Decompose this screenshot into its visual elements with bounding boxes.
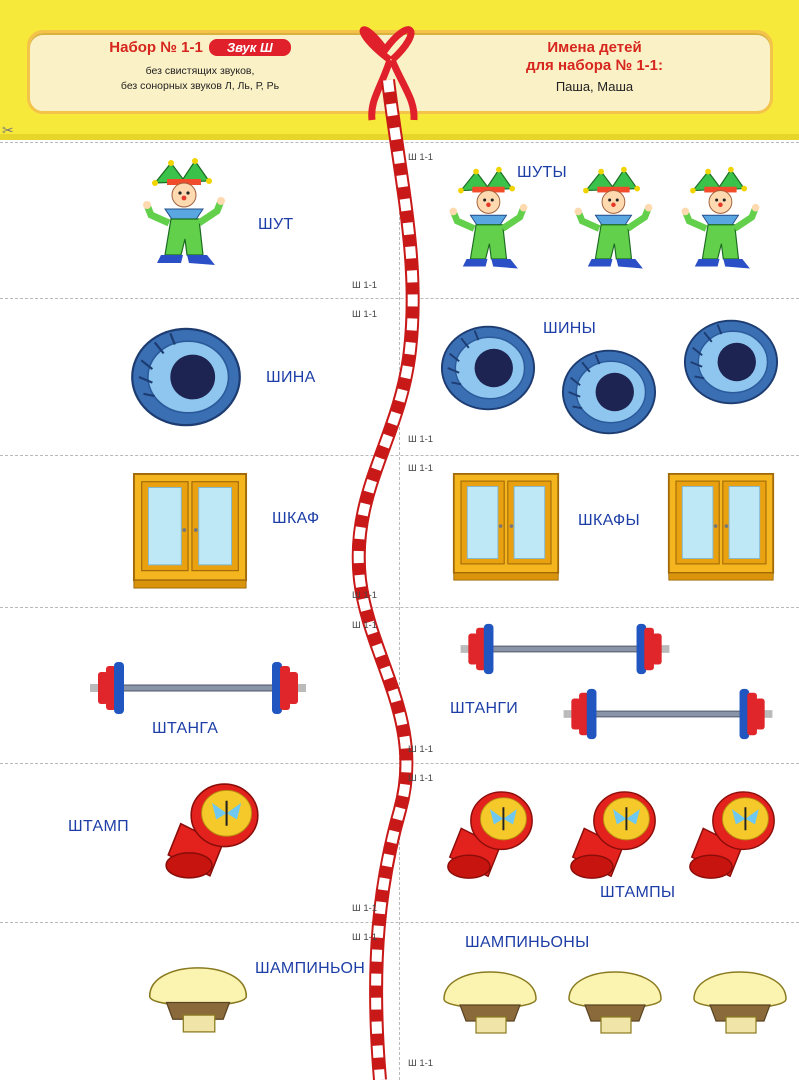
cut-line	[0, 922, 799, 923]
card-code: Ш 1-1	[352, 280, 378, 291]
wardrobe-icon	[132, 473, 248, 589]
word-single: ШИНА	[266, 369, 316, 386]
stamp-icon	[165, 783, 259, 879]
mushroom-icon	[148, 967, 248, 1033]
stamp-icon	[446, 790, 534, 880]
stamp-icon	[569, 790, 657, 880]
set-note-line2: без сонорных звуков Л, Ль, Р, Рь	[120, 80, 280, 92]
set-note-line1: без свистящих звуков,	[145, 65, 255, 77]
word-single: ШКАФ	[272, 510, 320, 527]
scissors-icon: ✂	[2, 122, 14, 138]
jester-icon	[440, 154, 535, 286]
wardrobe-icon	[452, 472, 560, 581]
card-code: Ш 1-1	[352, 309, 378, 320]
card-code: Ш 1-1	[352, 590, 378, 601]
center-cut-line	[399, 142, 400, 1080]
word-plural: ШУТЫ	[517, 164, 567, 181]
word-plural: ШКАФЫ	[578, 512, 640, 529]
names-title-line2: для набора № 1-1:	[525, 57, 664, 74]
tire-icon	[131, 327, 241, 427]
card-code: Ш 1-1	[408, 463, 434, 474]
sound-badge: Звук Ш	[208, 39, 291, 56]
word-single: ШТАМП	[68, 818, 129, 835]
tire-icon	[440, 325, 536, 411]
card-code: Ш 1-1	[408, 744, 434, 755]
names-title-line1: Имена детей	[547, 39, 642, 56]
jester-icon	[672, 154, 767, 286]
tire-icon	[683, 319, 779, 405]
barbell-icon	[563, 688, 773, 740]
barbell-icon	[460, 623, 670, 675]
jester-icon	[565, 154, 660, 286]
set-number: Набор № 1-1	[109, 39, 203, 56]
set-title: Набор № 1-1 Звук Ш	[30, 39, 370, 56]
card-code: Ш 1-1	[408, 1058, 434, 1069]
cut-line	[0, 298, 799, 299]
word-plural: ШАМПИНЬОНЫ	[465, 934, 590, 951]
word-single: ШУТ	[258, 216, 294, 233]
card-code: Ш 1-1	[408, 434, 434, 445]
word-single: ШАМПИНЬОН	[255, 960, 366, 977]
names-title: Имена детей для набора № 1-1:	[422, 39, 767, 75]
mushroom-icon	[693, 971, 787, 1034]
card-code: Ш 1-1	[408, 773, 434, 784]
word-plural: ШИНЫ	[543, 320, 597, 337]
cut-line	[0, 607, 799, 608]
word-single: ШТАНГА	[152, 720, 219, 737]
barbell-icon	[89, 661, 307, 715]
card-code: Ш 1-1	[408, 152, 434, 163]
card-code: Ш 1-1	[352, 932, 378, 943]
jester-icon	[133, 154, 233, 274]
card-code: Ш 1-1	[352, 620, 378, 631]
names-list: Паша, Маша	[555, 79, 634, 94]
cut-line	[0, 455, 799, 456]
tire-icon	[561, 349, 657, 435]
rope-icon	[351, 26, 420, 1080]
stamp-icon	[688, 790, 776, 880]
mushroom-icon	[568, 971, 662, 1034]
word-plural: ШТАМПЫ	[600, 884, 676, 901]
mushroom-icon	[443, 971, 537, 1034]
word-plural: ШТАНГИ	[450, 700, 519, 717]
wardrobe-icon	[667, 472, 775, 581]
card-code: Ш 1-1	[352, 903, 378, 914]
